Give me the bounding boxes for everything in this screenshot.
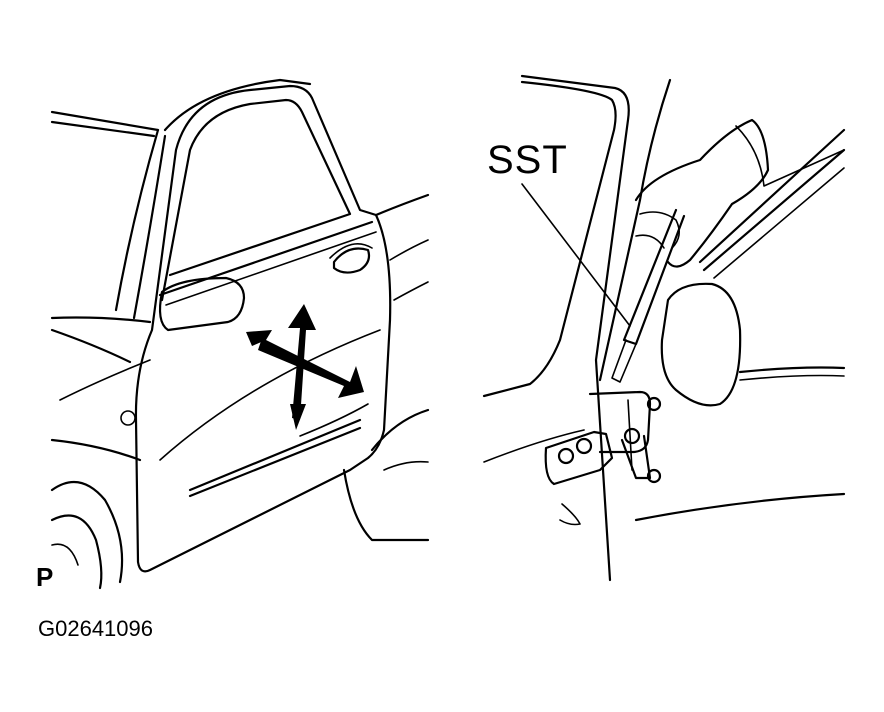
arrow-diagonal-up-left: [246, 330, 272, 346]
rear-fender: [342, 468, 430, 542]
sst-tool-body: [622, 208, 686, 346]
hand-finger-2: [635, 234, 665, 249]
hinge-bolt-2: [575, 437, 593, 455]
hand-finger-1: [639, 211, 680, 249]
front-tire-inner: [51, 543, 79, 566]
door-belt-right: [738, 366, 846, 374]
hand-sleeve: [735, 125, 845, 187]
figure-code: G02641096: [38, 616, 153, 641]
door-side-moulding-lower: [188, 426, 362, 498]
hand-outline: [634, 118, 770, 268]
rear-body-crease-2: [393, 281, 429, 301]
lower-body-line: [634, 492, 846, 522]
left-panel-car-door: [50, 78, 430, 590]
hinge-plate-upper: [588, 390, 652, 454]
hinge-arm: [620, 434, 652, 480]
door-window-channel-3: [713, 167, 845, 279]
door-window-channel-2: [702, 148, 846, 272]
hinge-plate-lower: [544, 430, 614, 486]
sst-tool-shaft: [611, 339, 637, 383]
door-window-channel-1: [698, 128, 846, 264]
door-window-frame: [160, 98, 352, 302]
door-front-edge: [598, 78, 672, 382]
rear-wheel-arch: [370, 408, 430, 452]
a-pillar-inner-edge: [482, 80, 617, 398]
door-lower-crease: [299, 403, 369, 437]
door-outer-frame: [134, 84, 392, 573]
door-belt-line-inner: [165, 231, 377, 306]
windshield-lower-edge: [50, 120, 156, 138]
door-handle: [332, 247, 371, 274]
body-opening-line: [483, 429, 585, 463]
door-side-moulding: [188, 418, 362, 492]
door-mirror-right: [660, 282, 742, 407]
door-belt-line: [158, 220, 374, 297]
side-mirror: [158, 276, 246, 332]
right-panel-hinge-sst: [482, 74, 846, 582]
a-pillar-inner: [132, 134, 167, 320]
rear-lower-body: [383, 460, 429, 471]
fender-marker: [120, 410, 136, 426]
hinge-bolt-4: [646, 396, 662, 412]
hinge-bolt-1: [557, 447, 575, 465]
sst-leader-line: [521, 183, 631, 327]
arrow-vertical-up: [288, 304, 316, 420]
b-pillar-rear-body: [374, 193, 430, 217]
hinge-pin: [627, 399, 633, 471]
a-pillar: [114, 128, 160, 312]
sst-label: SST: [487, 138, 568, 182]
roof-line: [163, 78, 312, 132]
hinge-bolt-3: [623, 427, 641, 445]
front-tire-outer: [50, 514, 103, 590]
arrow-diagonal-down-right: [258, 338, 364, 398]
door-belt-right-lower: [739, 374, 845, 381]
front-wheel-arch: [50, 480, 124, 584]
arrow-vertical-down: [290, 404, 306, 430]
hinge-bolt-5: [646, 468, 662, 484]
door-handle-recess: [329, 242, 373, 259]
move-direction-arrows: [246, 304, 364, 430]
view-mark: P: [36, 562, 54, 592]
dash-cutout: [559, 503, 581, 526]
a-pillar-outer-edge: [520, 74, 630, 582]
hood-shoulder: [50, 328, 132, 364]
fender-lower: [50, 438, 142, 462]
windshield-top-edge: [50, 110, 160, 132]
rear-body-crease-1: [389, 239, 429, 261]
door-panel-curve: [159, 329, 381, 461]
hood-line: [50, 316, 152, 324]
